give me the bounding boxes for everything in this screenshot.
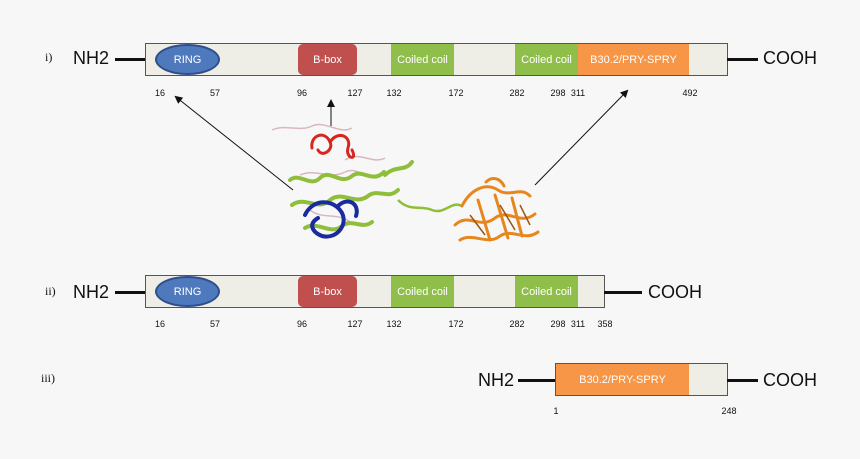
row-1-tick: 172 [448,88,464,98]
row-2-coiled-coil-1: Coiled coil [391,276,454,307]
row-2-nh2: NH2 [73,282,110,302]
row-3-tick: 1 [553,406,559,416]
row-1-spry-domain: B30.2/PRY-SPRY [578,44,689,75]
arrow-to-ring [174,95,294,191]
row-2-tick: 16 [154,319,166,329]
row-3-label: iii) [41,371,55,385]
row-1-tick: 16 [154,88,166,98]
row-1-coiled-coil-2: Coiled coil [515,44,578,75]
row-2-bbox-domain: B-box [298,276,357,307]
structure-linker [397,199,463,213]
arrow-to-spry [534,89,629,186]
row-1-cooh: COOH [763,48,817,68]
structure-spry-strands [469,204,531,236]
row-1-label: i) [45,50,53,64]
row-1-tick: 132 [386,88,402,98]
row-2-tick: 358 [597,319,613,329]
row-2-cooh: COOH [648,282,702,302]
structure-bbox [310,133,355,159]
row-2-coiled-coil-2: Coiled coil [515,276,578,307]
row-1-tick: 127 [347,88,363,98]
row-1-coiled-coil-1: Coiled coil [391,44,454,75]
row-2-tick: 127 [347,319,363,329]
row-2-tick: 298 [550,319,566,329]
row-1-tick: 298 [550,88,566,98]
row-1-tick: 311 [570,88,586,98]
row-1-nh2: NH2 [73,48,110,68]
row-3-spry-domain: B30.2/PRY-SPRY [556,364,689,395]
structure-loops [271,123,386,223]
row-2-tick: 132 [386,319,402,329]
row-1-bbox-domain: B-box [298,44,357,75]
structure-spry [453,177,540,242]
structure-ring [303,199,359,239]
row-1-tick: 57 [209,88,221,98]
row-3-tick: 248 [721,406,737,416]
row-2-tick: 172 [448,319,464,329]
row-1-tick: 492 [682,88,698,98]
row-1-tick: 96 [296,88,308,98]
row-2-c-line [604,291,642,294]
structure-coiled-coil [288,160,414,232]
row-1-c-line [727,58,758,61]
row-3-cooh: COOH [763,370,817,390]
row-3-n-line [518,379,556,382]
row-2-tick: 96 [296,319,308,329]
row-1-ring-domain: RING [155,44,220,75]
row-2-label: ii) [45,284,56,298]
row-1-tick: 282 [509,88,525,98]
row-2-ring-domain: RING [155,276,220,307]
row-2-tick: 57 [209,319,221,329]
row-2-tick: 311 [570,319,586,329]
row-2-n-line [115,291,146,294]
row-1-n-line [115,58,146,61]
row-3-c-line [727,379,758,382]
row-2-tick: 282 [509,319,525,329]
row-3-nh2: NH2 [478,370,515,390]
